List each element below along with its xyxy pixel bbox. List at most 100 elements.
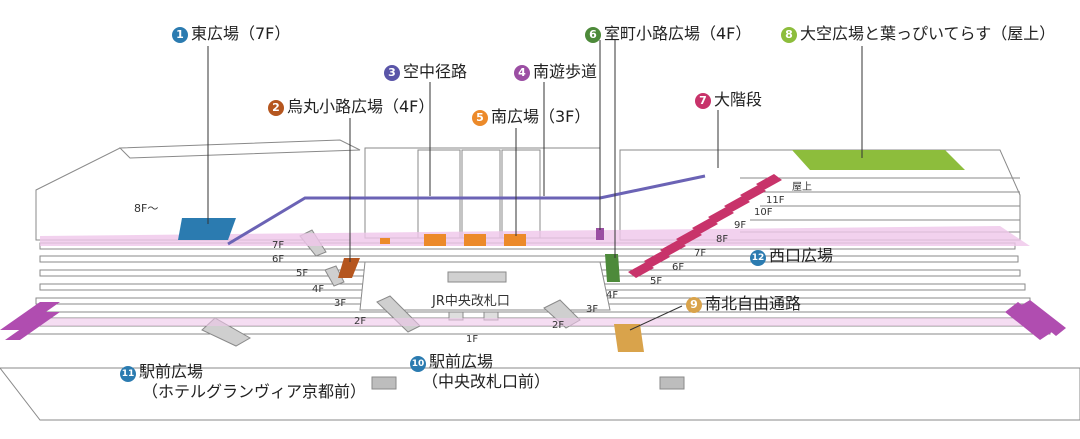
entrance-box [659, 376, 685, 390]
label-subtext: （ホテルグランヴィア京都前） [142, 382, 367, 401]
badge-3-icon: 3 [384, 65, 400, 81]
badge-5-icon: 5 [472, 110, 488, 126]
floor-label-left: 2F [354, 316, 367, 327]
floor-label-right: 屋上 [792, 182, 812, 193]
ticket-gate-block [447, 271, 507, 283]
pink-floor-band [20, 318, 1050, 326]
edge-stairs-left [5, 312, 60, 340]
edge-stairs-left [0, 302, 60, 330]
floor-label-1f: 1F [466, 334, 479, 345]
staircase-step [692, 218, 718, 234]
floor-label-left: 7F [272, 240, 285, 251]
atrium-column [417, 149, 461, 239]
spot-south-plaza [380, 238, 390, 244]
badge-11-icon: 11 [120, 366, 136, 382]
concourse [359, 261, 611, 311]
floor-slab [0, 367, 1080, 421]
floor-label-right: 7F [694, 248, 707, 259]
floor-label-right: 8F [716, 234, 729, 245]
label-text: 駅前広場 [429, 352, 494, 371]
staircase-step [660, 240, 686, 256]
edge-stairs-right [1005, 302, 1055, 340]
badge-10-icon: 10 [410, 356, 426, 372]
floor-label-right: 9F [734, 220, 747, 231]
spot-south-plaza [424, 234, 446, 246]
floor-label-left: 4F [312, 284, 325, 295]
spot-south-plaza [504, 234, 526, 246]
south-promenade-band [40, 226, 1030, 246]
staircase-step [756, 174, 782, 190]
grand-staircase [628, 174, 782, 278]
label-text: 烏丸小路広場（4F） [287, 97, 435, 116]
label-text: 駅前広場 [139, 362, 204, 381]
label-text: 大空広場と葉っぴいてらす（屋上） [800, 24, 1056, 43]
left-tower-roof [118, 139, 361, 159]
floor-label-left: 6F [272, 254, 285, 265]
floor-label-right: 10F [754, 207, 773, 218]
floor-label-right: 3F [586, 304, 599, 315]
badge-8-icon: 8 [781, 27, 797, 43]
escalator [324, 265, 345, 287]
edge-stairs-right [1020, 300, 1066, 336]
spot-free-passage [614, 324, 644, 352]
label-text: 東広場（7F） [191, 24, 291, 43]
label-text: 大階段 [714, 90, 763, 109]
spot-south-plaza [464, 234, 486, 246]
badge-7-icon: 7 [695, 93, 711, 109]
floor-label-right: 2F [552, 320, 565, 331]
badge-2-icon: 2 [268, 100, 284, 116]
staircase-step [724, 196, 750, 212]
floor-label-8f-left: 8F～ [134, 202, 159, 215]
badge-6-icon: 6 [585, 27, 601, 43]
atrium-column [461, 149, 501, 239]
floor-slab [29, 311, 1041, 319]
label-text: 空中径路 [403, 62, 468, 81]
spot-sky-garden [792, 150, 965, 170]
leader-line [629, 305, 683, 331]
floor-label-right: 6F [672, 262, 685, 273]
staircase-step [628, 262, 654, 278]
label-text: 南北自由通路 [705, 294, 802, 313]
spot-east-plaza [178, 218, 236, 240]
label-subtext: （中央改札口前） [422, 372, 551, 391]
spot-muromachi-plaza [605, 254, 620, 282]
badge-4-icon: 4 [514, 65, 530, 81]
spot-south-promenade [596, 228, 604, 240]
sky-corridor-line [227, 174, 706, 246]
label-text: 西口広場 [769, 246, 834, 265]
ticket-gate-label: JR中央改札口 [432, 294, 510, 309]
label-text: 室町小路広場（4F） [604, 24, 752, 43]
badge-1-icon: 1 [172, 27, 188, 43]
staircase-step [708, 207, 734, 223]
staircase-step [740, 185, 766, 201]
badge-12-icon: 12 [750, 250, 766, 266]
floor-label-right: 11F [766, 195, 785, 206]
floor-label-right: 4F [606, 290, 619, 301]
label-text: 南広場（3F） [491, 107, 591, 126]
badge-9-icon: 9 [686, 297, 702, 313]
floor-label-left: 3F [334, 298, 347, 309]
label-text: 南遊歩道 [533, 62, 598, 81]
atrium-column [501, 149, 541, 239]
floor-label-left: 5F [296, 268, 309, 279]
spot-karasuma-plaza [338, 258, 360, 278]
floor-label-right: 5F [650, 276, 663, 287]
staircase-step [644, 251, 670, 267]
staircase-step [676, 229, 702, 245]
floor-slab [19, 325, 1051, 335]
entrance-box [371, 376, 397, 390]
